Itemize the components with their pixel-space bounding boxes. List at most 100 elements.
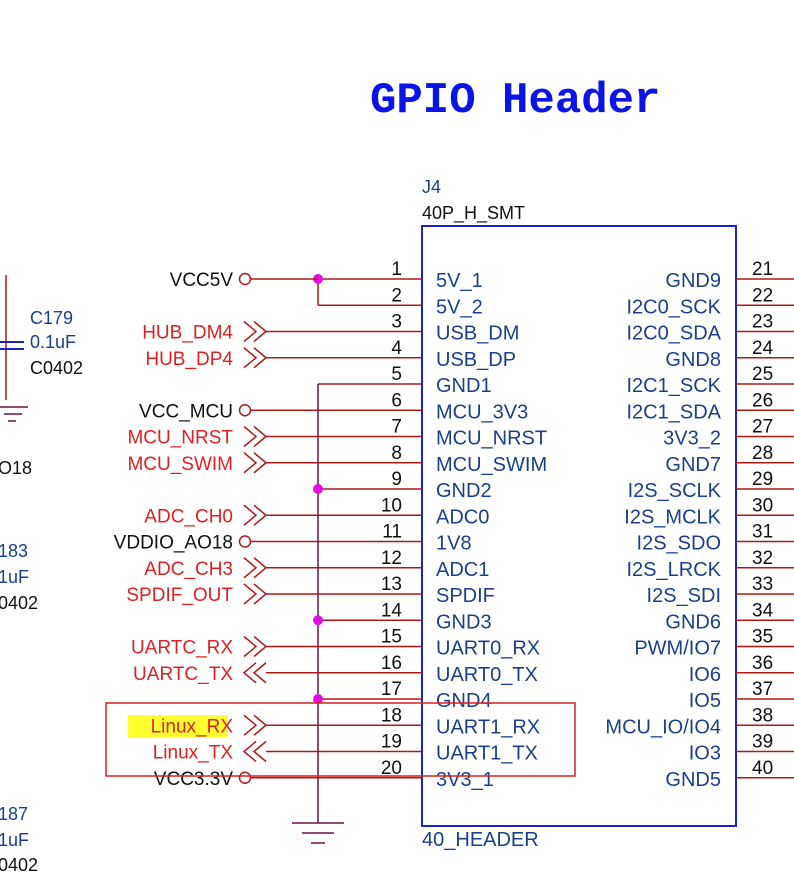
c179-pkg: C0402 (30, 358, 83, 378)
pin-number-left: 7 (391, 417, 402, 438)
pin-name-left: 5V_2 (436, 296, 483, 318)
pin-number-left: 12 (381, 548, 402, 569)
hub-dp4-port-arrow (243, 347, 268, 369)
pin-number-right: 36 (752, 653, 773, 674)
pin-number-right: 30 (752, 495, 773, 516)
pin-name-left: USB_DP (436, 349, 516, 371)
vcc-mcu-label: VCC_MCU (139, 401, 233, 422)
mcu-nrst-label: MCU_NRST (127, 428, 233, 449)
uart1-highlight-box (105, 702, 576, 777)
pin-name-right: I2C1_SDA (627, 401, 722, 423)
uartc-tx-port-arrow (242, 662, 267, 684)
hub-dp4-label: HUB_DP4 (145, 349, 233, 370)
pin-name-left: ADC0 (436, 506, 489, 528)
pin-name-right: I2C0_SCK (627, 296, 722, 318)
c187-value: 1uF (0, 830, 29, 850)
pin-number-right: 40 (752, 758, 773, 779)
mcu-nrst-port (243, 425, 318, 448)
linux-rx-port-arrow (243, 714, 268, 736)
connector-footprint: 40_HEADER (422, 829, 539, 851)
linux-tx-port-arrow (242, 740, 267, 763)
pin-name-left: MCU_SWIM (436, 454, 547, 476)
pin-number-right: 38 (752, 705, 773, 726)
pin-name-right: IO5 (689, 690, 721, 712)
pin-name-left: 3V3_1 (436, 769, 494, 791)
pin-name-right: I2C1_SCK (627, 375, 722, 397)
pin-number-left: 13 (381, 574, 402, 595)
uartc-tx-label: UARTC_TX (133, 664, 233, 685)
pin-name-right: GND8 (665, 349, 721, 371)
pin-name-right: MCU_IO/IO4 (605, 716, 721, 738)
pin-name-right: I2C0_SDA (627, 323, 722, 345)
pin-name-left: USB_DM (436, 323, 519, 345)
linux-tx-label: Linux_TX (153, 743, 234, 764)
pin-number-left: 8 (391, 443, 402, 464)
pin-name-right: GND7 (665, 454, 721, 476)
pin-number-left: 14 (381, 600, 403, 621)
pin-number-left: 1 (391, 259, 402, 280)
uartc-rx-port (243, 635, 318, 658)
pin-number-left: 19 (381, 732, 402, 753)
spdif-out-port (243, 583, 318, 605)
pin-number-right: 22 (752, 285, 773, 306)
c179-ref: C179 (30, 308, 73, 328)
connector-body (421, 225, 737, 827)
pin-number-right: 35 (752, 627, 773, 648)
uartc-rx-port-arrow (243, 635, 268, 658)
adc-ch0-port (243, 504, 318, 526)
pin-name-left: SPDIF (436, 585, 495, 607)
mcu-swim-port (243, 452, 318, 474)
pin-number-left: 5 (391, 364, 402, 385)
connector-ref: J4 (422, 177, 441, 197)
mcu-swim-port-arrow (243, 452, 268, 474)
vcc-mcu-port-circle (238, 404, 252, 417)
pin-name-left: UART1_TX (436, 743, 538, 765)
pin-number-left: 11 (382, 522, 402, 543)
pin-name-right: 3V3_2 (663, 428, 721, 450)
pin-number-right: 25 (752, 364, 773, 385)
pin-name-left: UART1_RX (436, 716, 540, 738)
pin-number-right: 33 (752, 574, 773, 595)
pin-name-right: I2S_MCLK (624, 506, 721, 528)
pin-name-left: GND1 (436, 375, 492, 397)
uartc-tx-port (242, 662, 318, 684)
pin-number-right: 31 (752, 522, 773, 543)
linux-rx-port (243, 714, 318, 736)
c187-pkg: 0402 (0, 855, 38, 872)
hub-dp4-port (243, 347, 318, 369)
c183-pkg: 0402 (0, 593, 38, 613)
c183-ref: 183 (0, 541, 28, 561)
uartc-rx-label: UARTC_RX (131, 638, 233, 659)
junction-dot (313, 484, 323, 494)
junction-dot (313, 694, 323, 704)
pin-number-right: 32 (752, 548, 773, 569)
pin-name-right: IO6 (689, 664, 721, 686)
pin-number-right: 34 (752, 600, 774, 621)
adc-ch0-label: ADC_CH0 (144, 506, 233, 527)
pin-name-left: MCU_NRST (436, 428, 547, 450)
pin-number-right: 23 (752, 312, 773, 333)
pin-name-left: 5V_1 (436, 270, 483, 292)
pin-name-right: GND5 (665, 769, 721, 791)
pin-name-right: IO3 (689, 743, 721, 765)
pin-name-left: 1V8 (436, 533, 472, 555)
pin-name-right: I2S_SCLK (628, 480, 722, 502)
pin-number-right: 29 (752, 469, 773, 490)
pin-number-left: 20 (381, 758, 402, 779)
pin-name-right: I2S_SDO (637, 533, 721, 555)
linux-tx-port (242, 740, 318, 763)
pin-number-left: 3 (391, 312, 402, 333)
pin-number-right: 26 (752, 390, 773, 411)
ao18-fragment: O18 (0, 458, 32, 478)
pin-number-left: 4 (391, 338, 402, 359)
pin-number-left: 16 (381, 653, 402, 674)
hub-dm4-port-arrow (243, 320, 268, 343)
adc-ch0-port-arrow (243, 504, 268, 526)
pin-number-left: 6 (391, 390, 402, 411)
mcu-swim-label: MCU_SWIM (127, 454, 233, 475)
pin-name-right: I2S_SDI (647, 585, 721, 607)
vddio-ao18-port-circle (238, 535, 252, 548)
pin-number-left: 10 (381, 495, 402, 516)
adc-ch3-port (243, 557, 318, 579)
